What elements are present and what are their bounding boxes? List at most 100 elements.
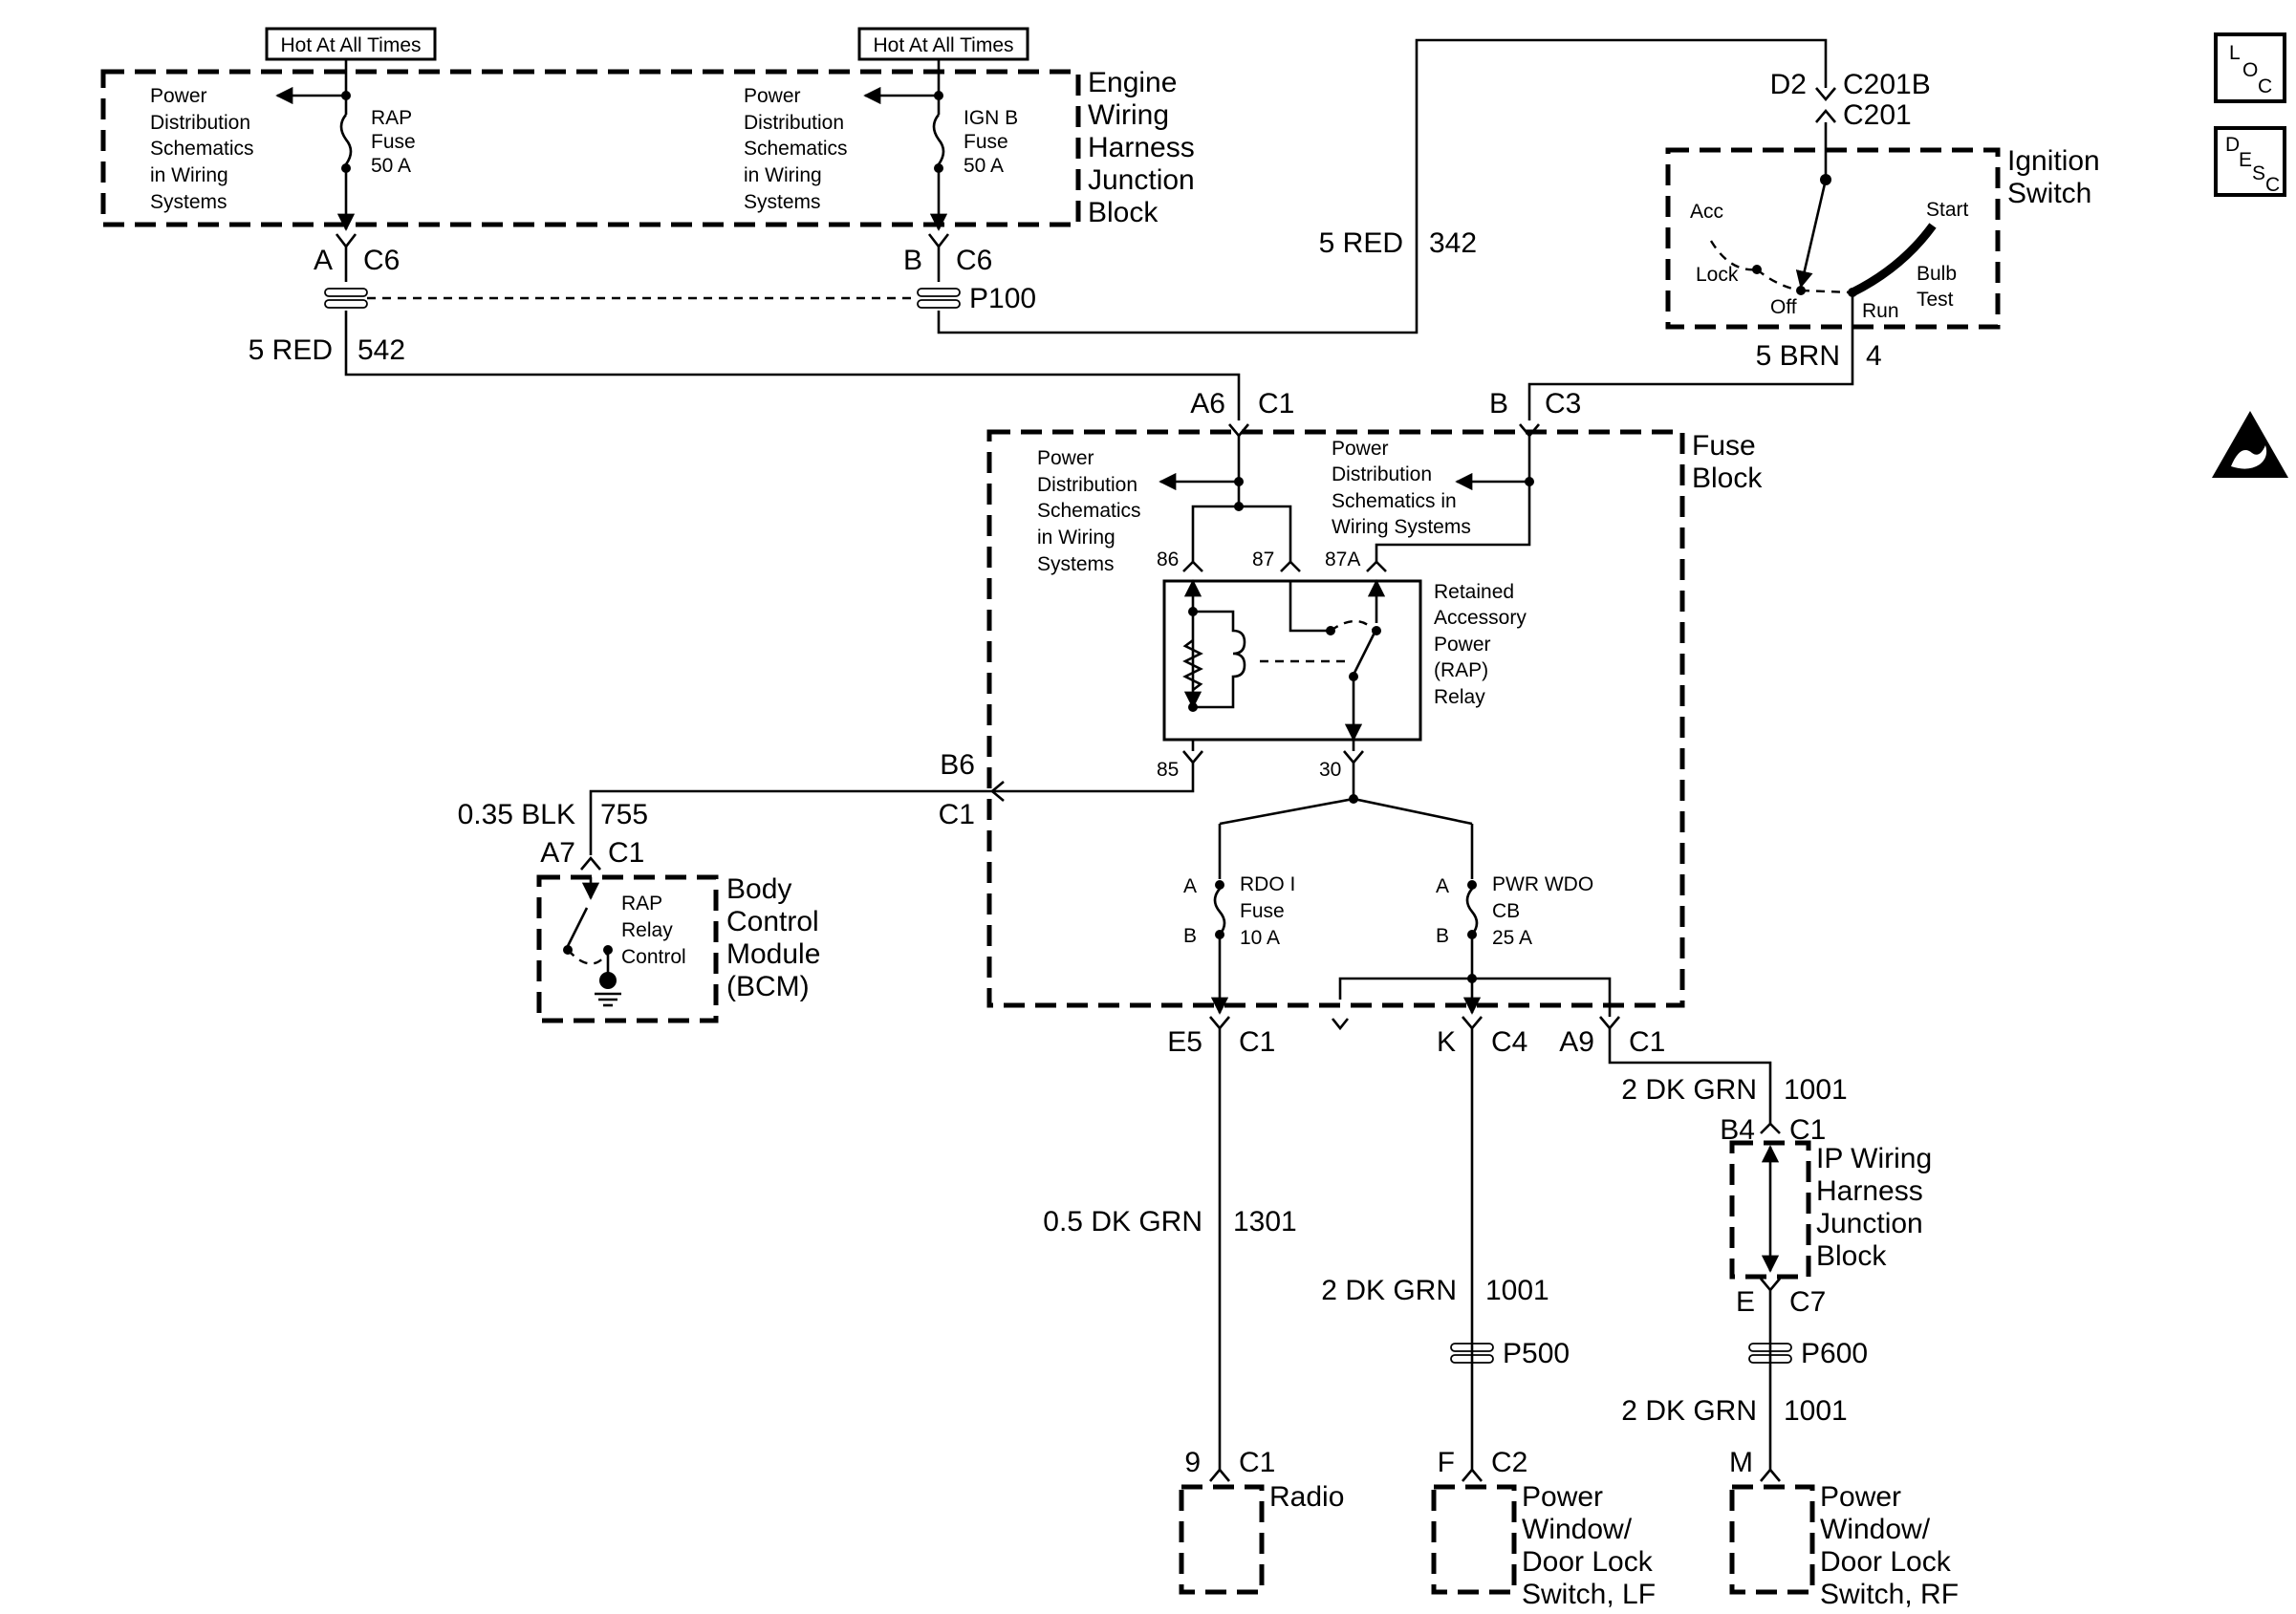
svg-text:RDO I: RDO I xyxy=(1240,873,1295,895)
svg-text:Off: Off xyxy=(1770,296,1797,318)
rap-relay: Retained Accessory Power (RAP) Relay xyxy=(1162,579,1527,742)
fuse-block-outline xyxy=(986,429,1685,1008)
radio: 9 C1 Radio xyxy=(1179,1447,1344,1595)
svg-text:Block: Block xyxy=(1088,197,1159,228)
svg-text:Systems: Systems xyxy=(150,191,227,213)
svg-text:A6: A6 xyxy=(1190,388,1225,420)
svg-text:Distribution: Distribution xyxy=(1332,463,1432,485)
svg-text:P600: P600 xyxy=(1801,1338,1868,1369)
power-dist-label-1: Power Distribution Schematics in Wiring … xyxy=(150,85,254,213)
svg-text:Run: Run xyxy=(1862,300,1899,322)
svg-text:Schematics in: Schematics in xyxy=(1332,490,1457,512)
svg-text:25 A: 25 A xyxy=(1492,927,1532,949)
svg-text:M: M xyxy=(1729,1447,1753,1478)
svg-text:0.35 BLK: 0.35 BLK xyxy=(458,799,575,830)
desc-icon[interactable]: D E S C xyxy=(2214,126,2286,197)
svg-text:Distribution: Distribution xyxy=(1037,474,1137,496)
svg-text:1301: 1301 xyxy=(1233,1206,1297,1237)
svg-text:C1: C1 xyxy=(1239,1447,1275,1478)
svg-text:10 A: 10 A xyxy=(1240,927,1280,949)
svg-text:C2: C2 xyxy=(1491,1447,1527,1478)
svg-text:Ignition: Ignition xyxy=(2007,145,2100,177)
power-window-switch-rf-outline xyxy=(1729,1484,1815,1595)
pwr-wdo-circuit-breaker: A B PWR WDO CB 25 A xyxy=(1331,873,1612,1031)
svg-text:D2: D2 xyxy=(1770,69,1807,100)
svg-text:Schematics: Schematics xyxy=(744,138,848,160)
ignition-switch: Ignition Switch Acc Lock Off Run Start B… xyxy=(1665,145,2100,330)
svg-text:IP Wiring: IP Wiring xyxy=(1816,1143,1932,1174)
svg-text:P100: P100 xyxy=(969,283,1036,314)
svg-text:542: 542 xyxy=(357,334,405,366)
svg-text:Radio: Radio xyxy=(1269,1481,1344,1513)
svg-text:Accessory: Accessory xyxy=(1434,607,1527,629)
svg-text:Test: Test xyxy=(1917,289,1954,311)
svg-text:C1: C1 xyxy=(939,799,975,830)
ip-junction-block-outline xyxy=(1729,1140,1811,1280)
connector-c201: D2 C201B C201 xyxy=(1770,69,1931,148)
svg-text:342: 342 xyxy=(1429,227,1477,259)
svg-text:Start: Start xyxy=(1926,199,1969,221)
svg-text:87A: 87A xyxy=(1325,549,1360,570)
svg-text:Junction: Junction xyxy=(1816,1208,1923,1239)
pin30-distribution xyxy=(1218,763,1474,879)
power-window-switch-lf-outline xyxy=(1431,1484,1517,1595)
svg-text:Module: Module xyxy=(726,938,820,970)
ignb-fuse-circuit: IGN B Fuse 50 A Power Distribution Schem… xyxy=(744,59,1018,231)
svg-text:L: L xyxy=(2229,42,2241,64)
svg-text:2 DK GRN: 2 DK GRN xyxy=(1621,1395,1757,1427)
svg-text:Schematics: Schematics xyxy=(150,138,254,160)
svg-text:C4: C4 xyxy=(1491,1026,1527,1058)
svg-text:O: O xyxy=(2242,59,2258,81)
svg-text:P500: P500 xyxy=(1503,1338,1570,1369)
relay-pins-top: 86 87 87A xyxy=(1157,549,1387,572)
svg-text:86: 86 xyxy=(1157,549,1179,570)
svg-text:Wiring Systems: Wiring Systems xyxy=(1332,516,1471,538)
svg-text:C: C xyxy=(2265,174,2280,196)
wire-542: 5 RED 542 xyxy=(249,311,1241,420)
svg-text:C1: C1 xyxy=(1239,1026,1275,1058)
svg-text:4: 4 xyxy=(1866,340,1882,372)
rap-relay-label: Retained Accessory Power (RAP) Relay xyxy=(1434,581,1527,708)
connector-c3-b: B C3 xyxy=(1489,388,1581,439)
svg-text:B: B xyxy=(903,245,922,276)
svg-text:E5: E5 xyxy=(1167,1026,1202,1058)
svg-text:Block: Block xyxy=(1692,463,1763,494)
engine-junction-block-label: Engine Wiring Harness Junction Block xyxy=(1088,67,1195,228)
svg-text:A7: A7 xyxy=(540,837,575,869)
svg-text:E: E xyxy=(2239,149,2252,171)
svg-text:C: C xyxy=(2258,75,2272,97)
svg-text:C3: C3 xyxy=(1545,388,1581,420)
fuse-block: Fuse Block xyxy=(986,429,1763,1008)
svg-text:A9: A9 xyxy=(1559,1026,1594,1058)
bcm-label: Body Control Module (BCM) xyxy=(726,873,820,1002)
svg-text:30: 30 xyxy=(1319,759,1341,781)
svg-text:K: K xyxy=(1437,1026,1456,1058)
svg-text:Power: Power xyxy=(1434,634,1491,656)
body-control-module: A7 C1 RAP Relay Control Body Control Mod… xyxy=(536,837,820,1023)
svg-text:Power: Power xyxy=(744,85,801,107)
power-window-switch-rf: M Power Window/ Door Lock Switch, RF xyxy=(1729,1447,1959,1610)
svg-text:Hot At All Times: Hot At All Times xyxy=(280,34,421,56)
svg-text:B6: B6 xyxy=(940,749,975,781)
esd-warning-icon xyxy=(2212,411,2288,478)
svg-text:Power: Power xyxy=(150,85,207,107)
bcm-outline xyxy=(536,874,719,1023)
relay-feed-circuit: Power Distribution Schematics in Wiring … xyxy=(1037,436,1534,575)
connector-c1-a6: A6 C1 xyxy=(1190,388,1294,439)
ignition-switch-outline xyxy=(1665,147,2001,330)
svg-text:Power: Power xyxy=(1820,1481,1901,1513)
svg-text:Control: Control xyxy=(726,906,819,937)
connector-k: K C4 xyxy=(1437,1016,1527,1058)
svg-text:87: 87 xyxy=(1252,549,1274,570)
svg-text:Relay: Relay xyxy=(621,919,673,941)
hot-at-all-times-label-1: Hot At All Times xyxy=(265,27,437,61)
svg-text:C6: C6 xyxy=(956,245,992,276)
connector-a9: A9 C1 xyxy=(1559,1000,1665,1058)
wire-755: B6 C1 0.35 BLK 755 xyxy=(458,749,1195,855)
svg-text:Control: Control xyxy=(621,946,686,968)
svg-text:E: E xyxy=(1736,1286,1755,1318)
svg-text:B: B xyxy=(1183,925,1197,947)
engine-junction-block: Engine Wiring Harness Junction Block xyxy=(100,67,1195,228)
loc-icon[interactable]: L O C xyxy=(2214,32,2286,103)
